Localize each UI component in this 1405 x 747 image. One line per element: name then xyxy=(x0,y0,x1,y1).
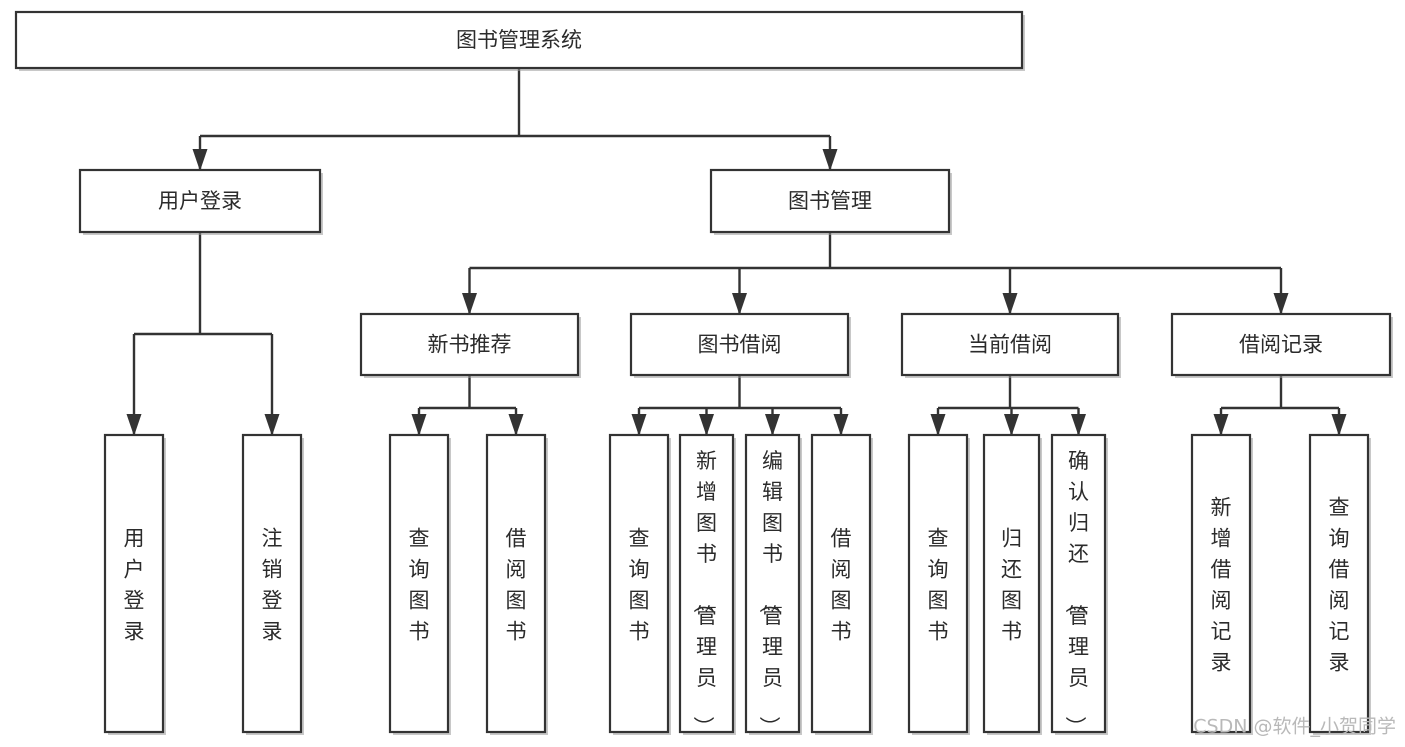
csdn-watermark: CSDN @软件_小贺同学 xyxy=(1193,716,1396,738)
node-leaf-logout[interactable]: 注销登录 xyxy=(241,433,304,735)
edge-arrowhead xyxy=(833,414,849,436)
node-leaf-query-book-c[interactable]: 查询图书 xyxy=(907,433,970,735)
node-leaf-return-book[interactable]: 归还图书 xyxy=(982,433,1042,735)
node-book-borrow[interactable]: 图书借阅 xyxy=(629,312,851,378)
edge-group-book_manage xyxy=(462,232,1289,315)
node-border xyxy=(608,433,670,734)
node-leaf-borrow-book-a[interactable]: 借阅图书 xyxy=(485,433,548,735)
node-border xyxy=(388,433,450,734)
node-label: 借阅记录 xyxy=(1239,333,1323,357)
node-border xyxy=(629,312,850,377)
node-leaf-query-book-a[interactable]: 查询图书 xyxy=(388,433,451,735)
node-new-book-rec[interactable]: 新书推荐 xyxy=(359,312,581,378)
edge-group-current_borrow xyxy=(930,375,1086,436)
edge-arrowhead xyxy=(732,293,747,315)
edge-arrowhead xyxy=(192,149,208,171)
node-border xyxy=(907,433,969,734)
node-label: 新增图书（管理员） xyxy=(691,449,717,737)
node-label: 用户登录 xyxy=(124,527,145,644)
node-label: 借阅图书 xyxy=(831,527,852,644)
node-border xyxy=(1170,312,1392,377)
node-border xyxy=(359,312,580,377)
node-leaf-borrow-book-b[interactable]: 借阅图书 xyxy=(810,433,873,735)
edge-arrowhead xyxy=(930,414,946,436)
node-border xyxy=(709,168,951,234)
node-current-borrow[interactable]: 当前借阅 xyxy=(900,312,1121,378)
node-label: 新书推荐 xyxy=(428,333,512,357)
node-leaf-query-record[interactable]: 查询借阅记录 xyxy=(1308,433,1371,735)
node-label: 图书借阅 xyxy=(698,333,782,357)
node-leaf-add-record[interactable]: 新增借阅记录 xyxy=(1190,433,1253,735)
node-root[interactable]: 图书管理系统 xyxy=(14,10,1025,71)
node-borrow-record[interactable]: 借阅记录 xyxy=(1170,312,1393,378)
edge-arrowhead xyxy=(631,414,647,436)
node-leaf-add-book[interactable]: 新增图书（管理员） xyxy=(678,433,736,737)
node-book-manage[interactable]: 图书管理 xyxy=(709,168,952,235)
connector-layer xyxy=(126,68,1347,436)
edge-arrowhead xyxy=(462,293,477,315)
edge-group-book_borrow xyxy=(631,375,849,436)
node-border xyxy=(485,433,547,734)
node-border xyxy=(1190,433,1252,734)
edge-arrowhead xyxy=(126,414,142,436)
edge-arrowhead xyxy=(264,414,280,436)
node-leaf-user-login[interactable]: 用户登录 xyxy=(103,433,166,735)
edge-group-root xyxy=(192,68,838,171)
node-label: 查询借阅记录 xyxy=(1329,496,1350,675)
node-label: 确认归还（管理员） xyxy=(1063,449,1089,737)
edge-group-new_book_rec xyxy=(411,375,524,436)
edge-arrowhead xyxy=(765,414,780,436)
edge-group-borrow_record xyxy=(1213,375,1347,436)
edge-arrowhead xyxy=(1213,414,1229,436)
node-label: 归还图书 xyxy=(1001,527,1022,644)
node-label: 查询图书 xyxy=(629,527,650,644)
edge-arrowhead xyxy=(1004,414,1019,436)
edge-arrowhead xyxy=(1273,293,1289,315)
node-label: 当前借阅 xyxy=(968,333,1052,357)
node-label: 图书管理系统 xyxy=(456,28,582,52)
edge-arrowhead xyxy=(1331,414,1347,436)
node-label: 编辑图书（管理员） xyxy=(757,449,783,737)
node-border xyxy=(982,433,1041,734)
node-label: 借阅图书 xyxy=(506,527,527,644)
node-label: 查询图书 xyxy=(928,527,949,644)
node-border xyxy=(241,433,303,734)
node-user-login[interactable]: 用户登录 xyxy=(78,168,323,235)
edge-group-user_login xyxy=(126,232,280,436)
node-border xyxy=(810,433,872,734)
node-border xyxy=(14,10,1024,70)
edge-arrowhead xyxy=(1071,414,1086,436)
edge-arrowhead xyxy=(508,414,524,436)
node-layer: 图书管理系统用户登录图书管理新书推荐图书借阅当前借阅借阅记录用户登录注销登录查询… xyxy=(14,10,1393,737)
node-label: 新增借阅记录 xyxy=(1211,496,1232,675)
node-label: 查询图书 xyxy=(409,527,430,644)
edge-arrowhead xyxy=(822,149,838,171)
node-border xyxy=(78,168,322,234)
edge-arrowhead xyxy=(411,414,427,436)
node-border xyxy=(900,312,1120,377)
edge-arrowhead xyxy=(1002,293,1018,315)
node-leaf-edit-book[interactable]: 编辑图书（管理员） xyxy=(744,433,802,737)
edge-arrowhead xyxy=(699,414,714,436)
node-label: 注销登录 xyxy=(262,527,283,644)
node-leaf-query-book-b[interactable]: 查询图书 xyxy=(608,433,671,735)
node-border xyxy=(103,433,165,734)
node-border xyxy=(678,433,735,734)
node-label: 图书管理 xyxy=(788,189,872,213)
node-border xyxy=(1308,433,1370,734)
node-border xyxy=(1050,433,1107,734)
node-leaf-confirm-return[interactable]: 确认归还（管理员） xyxy=(1050,433,1108,737)
node-border xyxy=(744,433,801,734)
node-label: 用户登录 xyxy=(158,189,242,213)
